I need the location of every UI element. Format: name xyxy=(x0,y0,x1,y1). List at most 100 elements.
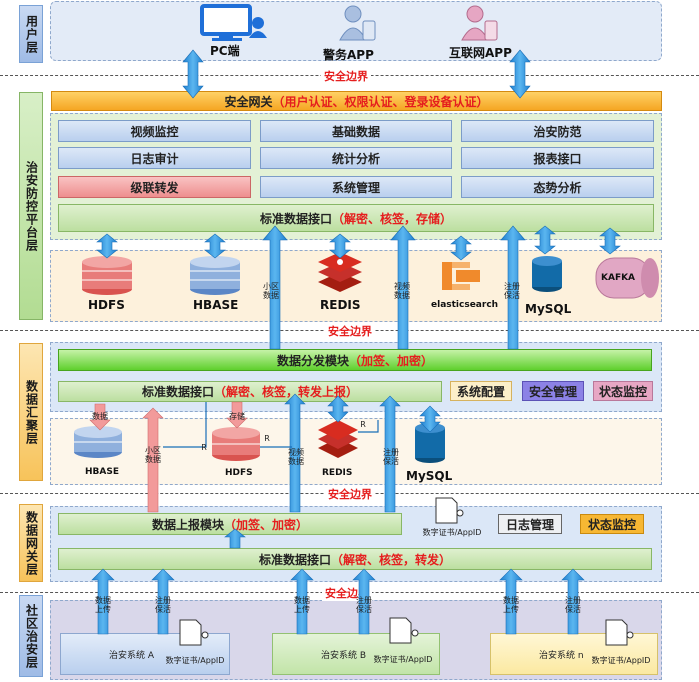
certificate-icon xyxy=(179,497,634,646)
label-upload-n: 数据上传 xyxy=(503,596,519,614)
aggregation-interface-detail: （解密、核签，转发上报） xyxy=(214,385,359,399)
label-zhuce-agg: 注册保活 xyxy=(383,448,399,466)
module-cascade-forward[interactable]: 级联转发 xyxy=(58,176,251,198)
agg-hbase-db-icon xyxy=(74,426,122,458)
security-boundary-label-1: 安全边界 xyxy=(321,68,371,84)
storage-hbase-label: HBASE xyxy=(193,298,239,312)
module-situation-analysis[interactable]: 态势分析 xyxy=(461,176,654,198)
system-a-name: 治安系统 A xyxy=(109,650,155,661)
internet-app-label: 互联网APP xyxy=(449,46,512,60)
security-boundary-label-3: 安全边界 xyxy=(325,486,375,502)
layer-label-user: 用户层 xyxy=(19,5,43,63)
label-zhuce-b: 注册保活 xyxy=(356,596,372,614)
aggregation-interface-title: 标准数据接口 xyxy=(141,385,214,399)
module-log-audit[interactable]: 日志审计 xyxy=(58,147,251,169)
module-video-monitor[interactable]: 视频监控 xyxy=(58,120,251,142)
system-b-cert: 数字证书/AppID xyxy=(373,655,433,664)
report-title: 数据上报模块 xyxy=(151,517,224,532)
community-up-arrows xyxy=(91,568,585,635)
module-statistics[interactable]: 统计分析 xyxy=(260,147,452,169)
system-b-name: 治安系统 B xyxy=(321,650,367,661)
storage-interface-arrows xyxy=(96,225,621,261)
security-boundary-label-2: 安全边界 xyxy=(325,323,375,339)
security-gateway-title: 安全网关 xyxy=(224,94,273,109)
security-management-button[interactable]: 安全管理 xyxy=(522,381,584,401)
pink-arrows xyxy=(89,401,248,513)
community-system-a[interactable]: 治安系统 A xyxy=(60,633,230,675)
report-detail: （加签、加密） xyxy=(224,517,309,532)
monitor-icon xyxy=(200,4,267,41)
elasticsearch-icon xyxy=(442,262,480,290)
gateway-interface-title: 标准数据接口 xyxy=(258,552,331,567)
label-cunchu-agg: 存储 xyxy=(229,412,245,421)
label-xiaoqu-agg: 小区数据 xyxy=(145,446,161,464)
redis-icon xyxy=(318,252,362,292)
gateway-cert-label: 数字证书/AppID xyxy=(422,528,482,537)
label-r-3: R xyxy=(360,420,366,429)
label-upload-a: 数据上传 xyxy=(95,596,111,614)
layer-label-aggregation: 数据汇聚层 xyxy=(19,343,43,481)
platform-interface-title: 标准数据接口 xyxy=(259,211,332,226)
platform-standard-interface: 标准数据接口 （解密、核签，存储） xyxy=(58,204,654,232)
system-n-name: 治安系统 n xyxy=(539,650,584,661)
layer-label-gateway: 数据网关层 xyxy=(19,504,43,582)
label-zhuce-a: 注册保活 xyxy=(155,596,171,614)
storage-redis-label: REDIS xyxy=(320,298,361,312)
label-xiaoqu-top: 小区数据 xyxy=(263,282,279,300)
hbase-db-icon xyxy=(190,256,240,295)
module-report-interface[interactable]: 报表接口 xyxy=(461,147,654,169)
data-distribute-module: 数据分发模块 （加签、加密） xyxy=(58,349,652,371)
gateway-status-button[interactable]: 状态监控 xyxy=(580,514,644,534)
module-basic-data[interactable]: 基础数据 xyxy=(260,120,452,142)
storage-elasticsearch-label: elasticsearch xyxy=(431,300,499,310)
distribute-detail: （加签、加密） xyxy=(349,353,434,368)
community-system-n[interactable]: 治安系统 n xyxy=(490,633,658,675)
aggregation-arrows xyxy=(224,393,441,549)
agg-redis-label: REDIS xyxy=(322,468,353,478)
label-shipin-agg: 视频数据 xyxy=(288,448,304,466)
agg-hdfs-label: HDFS xyxy=(225,468,253,478)
layer-label-platform: 治安防控平台层 xyxy=(19,92,43,320)
storage-mysql-label: MySQL xyxy=(525,302,572,316)
system-config-button[interactable]: 系统配置 xyxy=(450,381,512,401)
system-a-cert: 数字证书/AppID xyxy=(165,656,225,665)
police-user-icon xyxy=(339,5,376,41)
label-shuju-agg: 数据 xyxy=(92,412,108,421)
agg-redis-icon xyxy=(318,420,358,458)
police-app-label: 警务APP xyxy=(323,48,374,62)
gateway-standard-interface: 标准数据接口 （解密、核签，转发） xyxy=(58,548,652,570)
r-connectors xyxy=(163,402,379,448)
mysql-db-icon xyxy=(532,256,562,292)
agg-hbase-label: HBASE xyxy=(85,467,119,477)
kafka-icon xyxy=(595,257,659,299)
label-r-2: R xyxy=(264,434,270,443)
user-gateway-arrows xyxy=(182,49,531,99)
storage-hdfs-label: HDFS xyxy=(88,298,125,312)
module-system-management[interactable]: 系统管理 xyxy=(260,176,452,198)
label-zhuce-n: 注册保活 xyxy=(565,596,581,614)
label-shipin-top: 视频数据 xyxy=(394,282,410,300)
platform-interface-detail: （解密、核签，存储） xyxy=(332,211,453,226)
label-zhuce-top: 注册保活 xyxy=(504,282,520,300)
hdfs-db-icon xyxy=(82,256,132,295)
module-security-prevention[interactable]: 治安防范 xyxy=(461,120,654,142)
layer-label-community: 社区治安层 xyxy=(19,595,43,677)
distribute-title: 数据分发模块 xyxy=(276,353,349,368)
security-gateway-bar: 安全网关 （用户认证、权限认证、登录设备认证） xyxy=(51,91,662,111)
aggregation-status-button[interactable]: 状态监控 xyxy=(593,381,653,401)
agg-mysql-label: MySQL xyxy=(406,469,453,483)
agg-hdfs-db-icon xyxy=(212,427,260,461)
distribute-up-arrows xyxy=(262,225,526,350)
aggregation-standard-interface: 标准数据接口 （解密、核签，转发上报） xyxy=(58,381,442,402)
pc-label: PC端 xyxy=(210,44,240,58)
log-management-button[interactable]: 日志管理 xyxy=(498,514,562,534)
label-r-1: R xyxy=(201,443,207,452)
community-system-b[interactable]: 治安系统 B xyxy=(272,633,440,675)
label-upload-b: 数据上传 xyxy=(294,596,310,614)
internet-user-icon xyxy=(461,5,498,41)
gateway-interface-detail: （解密、核签，转发） xyxy=(331,552,452,567)
security-gateway-detail: （用户认证、权限认证、登录设备认证） xyxy=(272,94,489,109)
